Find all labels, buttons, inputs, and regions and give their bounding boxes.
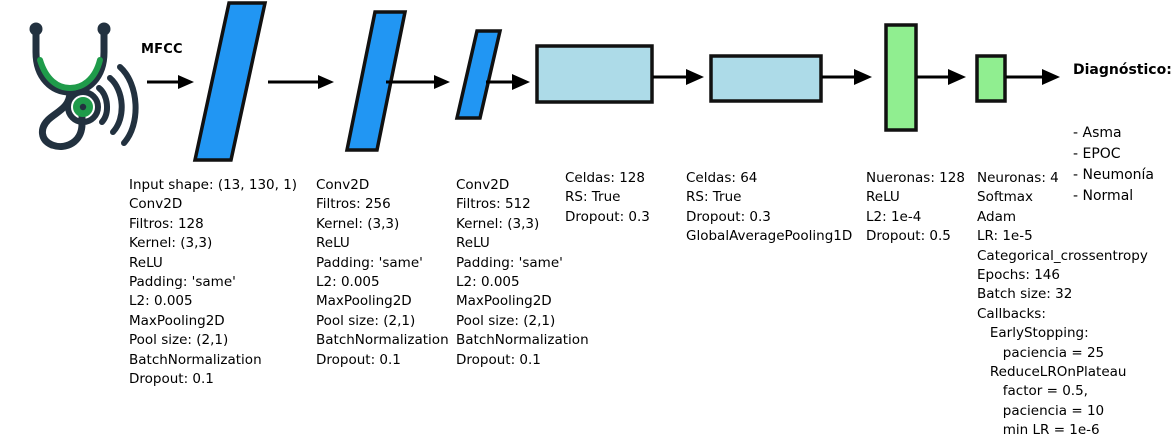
annotation-line: Dropout: 0.3 — [565, 208, 650, 225]
annotation-line: Kernel: (3,3) — [129, 235, 213, 252]
diagnosis-output-panel: Diagnóstico: - Asma - EPOC - Neumonía - Nor… — [1073, 18, 1171, 228]
stethoscope-chestpiece-outer — [65, 89, 101, 125]
annotation-line: Padding: 'same' — [316, 254, 423, 271]
arrow-lstm1-to-lstm2 — [653, 69, 704, 85]
annotation-line: Pool size: (2,1) — [456, 312, 556, 329]
annotation-line: RS: True — [565, 189, 621, 206]
annotation-line: Neuronas: 4 — [977, 170, 1059, 186]
annotation-line: RS: True — [686, 189, 742, 206]
annotation-line: Input shape: (13, 130, 1) — [129, 177, 298, 193]
diagnosis-title: Diagnóstico: — [1073, 62, 1171, 78]
annotation-line: L2: 0.005 — [316, 274, 380, 291]
annotation-line: Batch size: 32 — [977, 286, 1073, 303]
stethoscope-earpiece-right — [97, 22, 111, 36]
lstm-block-2 — [709, 54, 823, 103]
annotation-line: L2: 0.005 — [456, 274, 520, 291]
annotation-line: L2: 1e-4 — [866, 208, 922, 225]
annotation-line: BatchNormalization — [316, 332, 449, 349]
arrow-conv1-to-conv2 — [268, 75, 334, 89]
annotation-line: - Asma — [1073, 125, 1122, 141]
annotation-line: Categorical_crossentropy — [977, 247, 1148, 264]
annotation-column-conv1: Input shape: (13, 130, 1) Conv2D Filtros: … — [129, 176, 319, 389]
sound-waves-icon — [96, 64, 139, 146]
annotation-line: paciencia = 10 — [977, 402, 1105, 419]
stethoscope-chestpiece-center — [79, 103, 87, 111]
annotation-line: - EPOC — [1073, 146, 1121, 162]
annotation-line: Conv2D — [129, 196, 183, 213]
annotation-line: Conv2D — [316, 177, 370, 193]
conv-block-3 — [454, 29, 503, 120]
annotation-line: paciencia = 25 — [977, 344, 1105, 361]
annotation-line: Pool size: (2,1) — [316, 312, 416, 329]
annotation-line: factor = 0.5, — [977, 383, 1088, 400]
annotation-line: min LR = 1e-6 — [977, 422, 1100, 439]
annotation-line: Celdas: 128 — [565, 170, 645, 186]
annotation-line: BatchNormalization — [129, 351, 262, 368]
annotation-line: Celdas: 64 — [686, 170, 758, 186]
annotation-line: Filtros: 128 — [129, 215, 204, 232]
annotation-line: Nueronas: 128 — [866, 170, 965, 186]
annotation-line: Dropout: 0.1 — [129, 371, 214, 388]
arrow-dense1-to-dense2 — [917, 69, 966, 85]
mfcc-label: MFCC — [141, 42, 183, 57]
stethoscope-accent — [37, 57, 103, 92]
annotation-line: Softmax — [977, 189, 1034, 206]
annotation-line: Pool size: (2,1) — [129, 332, 229, 349]
annotation-line: - Neumonía — [1073, 167, 1155, 183]
annotation-line: Callbacks: — [977, 305, 1046, 322]
annotation-line: Kernel: (3,3) — [456, 215, 540, 232]
annotation-line: LR: 1e-5 — [977, 228, 1033, 245]
annotation-line: Dropout: 0.3 — [686, 208, 771, 225]
annotation-line: Padding: 'same' — [456, 254, 563, 271]
annotation-line: - Normal — [1073, 188, 1134, 204]
arrow-conv3-to-lstm1 — [486, 74, 530, 90]
annotation-line: Epochs: 146 — [977, 267, 1060, 284]
stethoscope-earpiece-left — [29, 22, 43, 36]
annotation-line: MaxPooling2D — [316, 293, 412, 310]
annotation-line: BatchNormalization — [456, 332, 589, 349]
annotation-line: ReLU — [456, 235, 490, 252]
arrow-lstm2-to-dense1 — [822, 69, 872, 85]
annotation-line: EarlyStopping: — [977, 325, 1089, 342]
arrow-input-to-conv1 — [147, 75, 194, 89]
annotation-line: Kernel: (3,3) — [316, 215, 400, 232]
annotation-line: Filtros: 512 — [456, 196, 531, 213]
arrow-conv2-to-conv3 — [386, 75, 450, 89]
annotation-line: L2: 0.005 — [129, 293, 193, 310]
annotation-line: ReLU — [129, 254, 163, 271]
annotation-line: Filtros: 256 — [316, 196, 391, 213]
annotation-line: Dropout: 0.1 — [456, 351, 541, 368]
dense-block-1 — [884, 23, 918, 132]
diagnosis-class-list: - Asma - EPOC - Neumonía - Normal — [1073, 123, 1171, 207]
annotation-line: Dropout: 0.1 — [316, 351, 401, 368]
annotation-line: Adam — [977, 208, 1016, 225]
annotation-line: GlobalAveragePooling1D — [686, 228, 853, 245]
annotation-line: Conv2D — [456, 177, 510, 193]
lstm-block-1 — [535, 44, 654, 104]
annotation-line: Padding: 'same' — [129, 274, 236, 291]
conv-block-1 — [192, 1, 268, 162]
annotation-line: MaxPooling2D — [456, 293, 552, 310]
annotation-line: ReduceLROnPlateau — [977, 364, 1127, 381]
arrow-dense2-to-output — [1006, 69, 1060, 85]
conv-block-2 — [344, 10, 408, 152]
annotation-line: Dropout: 0.5 — [866, 228, 951, 245]
annotation-line: ReLU — [316, 235, 350, 252]
annotation-line: MaxPooling2D — [129, 312, 225, 329]
dense-block-2 — [975, 54, 1007, 103]
annotation-line: ReLU — [866, 189, 900, 206]
